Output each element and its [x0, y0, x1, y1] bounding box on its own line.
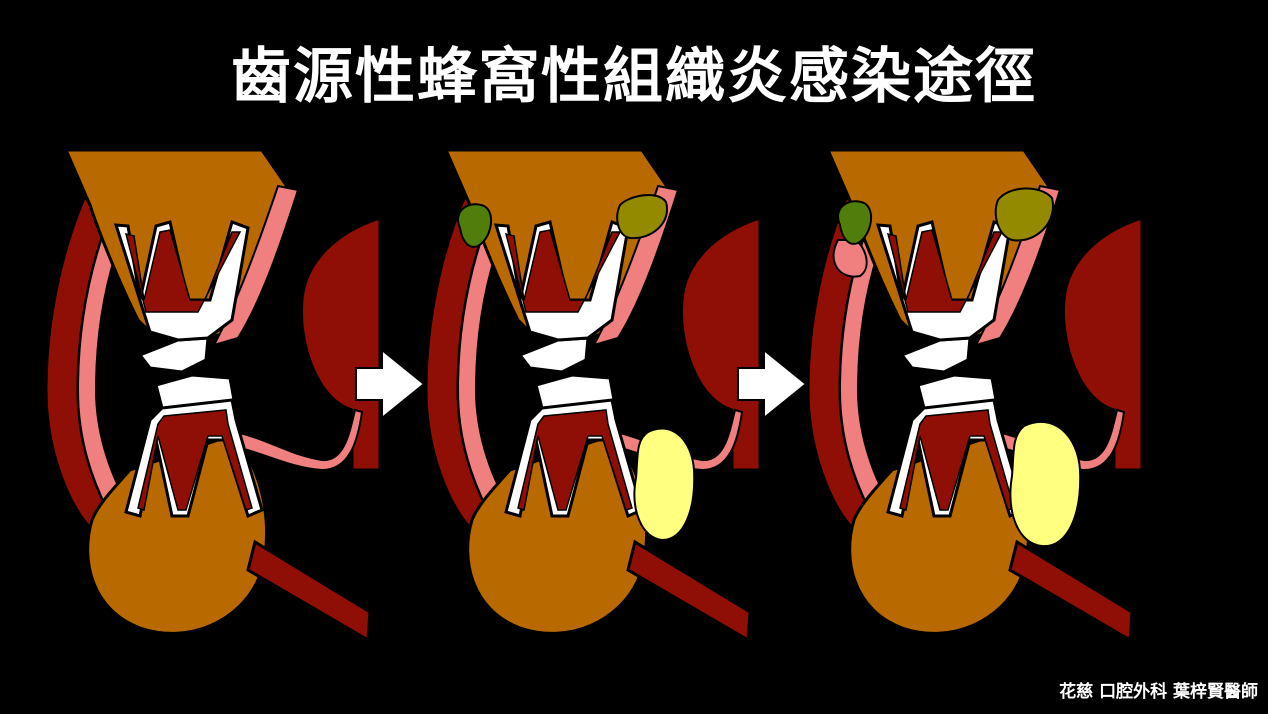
upper-abscess-right — [616, 194, 669, 240]
upper-abscess-left — [837, 200, 873, 245]
lower-abscess — [1009, 420, 1082, 548]
author-credit: 花慈 口腔外科 葉梓賢醫師 — [1059, 682, 1258, 702]
lower-abscess — [633, 427, 696, 542]
diagram-panel-3 — [806, 148, 1144, 642]
diagram-panel-2 — [424, 148, 762, 642]
right-arrow-icon — [355, 347, 426, 421]
diagram-panel-1 — [44, 148, 382, 642]
spread-swelling-left — [832, 239, 868, 278]
upper-abscess-left — [457, 203, 493, 248]
upper-abscess-right — [994, 187, 1054, 242]
right-arrow-icon — [737, 347, 808, 421]
diagram-title: 齒源性蜂窩性組織炎感染途徑 — [231, 42, 1037, 112]
jaw-cross-section — [44, 148, 382, 642]
